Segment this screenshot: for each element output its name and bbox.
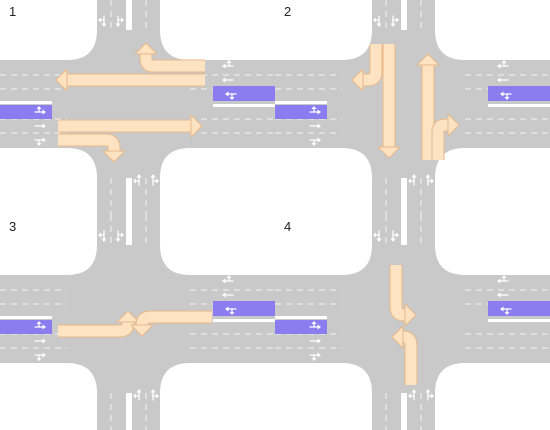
intersection-diagram-2 [275, 0, 550, 215]
south-median [401, 178, 407, 215]
lane-arrow-north-left-icon [115, 15, 124, 27]
movement-arrow-southbound-through [377, 44, 401, 159]
lane-arrow-north-left-icon [390, 15, 399, 27]
lane-arrow-east-right-icon [222, 60, 234, 69]
lane-arrow-south-right-icon [425, 174, 434, 186]
intersection-diagram-4 [275, 215, 550, 430]
movement-arrow-westbound-left [130, 310, 212, 337]
movement-arrow-southbound-left [389, 265, 417, 327]
panel-label-3: 3 [9, 219, 17, 234]
road-surface [275, 215, 550, 430]
intersection-road [275, 0, 550, 215]
movement-arrow-westbound-right [134, 42, 205, 73]
lane-arrow-north-left-icon [390, 230, 399, 242]
lane-arrow-east-right-icon [497, 275, 509, 284]
north-median [401, 0, 407, 30]
west-median [275, 101, 327, 104]
south-median [126, 393, 132, 430]
east-special-lane [213, 301, 275, 316]
lane-arrow-west-through-icon [309, 338, 321, 344]
lane-arrow-west-left-icon [34, 106, 46, 115]
lane-arrow-west-left-icon [309, 321, 321, 330]
lane-arrow-east-through-icon [222, 292, 234, 298]
movement-arrow-southbound-right [351, 44, 383, 92]
north-median [126, 0, 132, 30]
lane-arrow-north-right-icon [98, 230, 107, 242]
intersection-diagram-1 [0, 0, 275, 215]
movement-arrow-eastbound-through [58, 114, 203, 138]
lane-arrow-east-left-icon [225, 91, 237, 100]
east-median [488, 104, 550, 107]
lane-arrow-east-left-icon [225, 306, 237, 315]
west-median [0, 101, 52, 104]
movement-arrow-northbound-right [431, 113, 460, 160]
lane-arrow-west-right-icon [34, 352, 46, 361]
intersection-road [275, 215, 550, 430]
movement-arrow-northbound-through [416, 53, 440, 160]
east-special-lane [488, 86, 550, 101]
north-median [126, 215, 132, 245]
lane-arrow-north-right-icon [98, 15, 107, 27]
lane-arrow-east-right-icon [222, 275, 234, 284]
road-surface [275, 0, 550, 215]
lane-arrow-west-right-icon [34, 137, 46, 146]
west-median [275, 316, 327, 319]
intersection-panel-1: 1 [0, 0, 275, 215]
intersection-panel-4: 4 [275, 215, 550, 430]
lane-arrow-east-right-icon [497, 60, 509, 69]
lane-arrow-south-left-icon [133, 174, 142, 186]
movement-arrow-westbound-through [55, 68, 205, 92]
panel-label-4: 4 [284, 219, 292, 234]
lane-arrow-south-left-icon [133, 389, 142, 401]
lane-arrow-south-right-icon [150, 174, 159, 186]
east-special-lane [213, 86, 275, 101]
lane-arrow-west-left-icon [34, 321, 46, 330]
lane-arrow-west-right-icon [309, 137, 321, 146]
lane-arrow-north-right-icon [373, 230, 382, 242]
lane-arrow-south-right-icon [150, 389, 159, 401]
lane-arrow-west-through-icon [309, 123, 321, 129]
lane-arrow-east-left-icon [500, 91, 512, 100]
lane-arrow-west-through-icon [34, 123, 46, 129]
lane-arrow-west-right-icon [309, 352, 321, 361]
lane-arrow-west-left-icon [309, 106, 321, 115]
lane-arrow-east-left-icon [500, 306, 512, 315]
east-median [213, 319, 275, 322]
road-surface [0, 0, 275, 215]
lane-arrow-east-through-icon [497, 292, 509, 298]
south-median [401, 393, 407, 430]
lane-arrow-south-left-icon [408, 389, 417, 401]
panel-label-2: 2 [284, 4, 292, 19]
east-special-lane [488, 301, 550, 316]
lane-arrow-south-right-icon [425, 389, 434, 401]
intersection-diagram-3 [0, 215, 275, 430]
west-median [0, 316, 52, 319]
lane-arrow-south-left-icon [408, 174, 417, 186]
movement-arrow-eastbound-right [58, 133, 126, 163]
lane-arrow-north-left-icon [115, 230, 124, 242]
intersection-road [0, 0, 275, 215]
lane-arrow-north-right-icon [373, 15, 382, 27]
east-median [488, 319, 550, 322]
north-median [401, 215, 407, 245]
panel-label-1: 1 [9, 4, 17, 19]
lane-arrow-east-through-icon [222, 77, 234, 83]
lane-arrow-east-through-icon [497, 77, 509, 83]
movement-arrow-northbound-left [391, 325, 418, 385]
lane-arrow-west-through-icon [34, 338, 46, 344]
movement-arrow-eastbound-left [58, 310, 140, 338]
east-median [213, 104, 275, 107]
intersection-panel-2: 2 [275, 0, 550, 215]
south-median [126, 178, 132, 215]
intersection-panel-3: 3 [0, 215, 275, 430]
